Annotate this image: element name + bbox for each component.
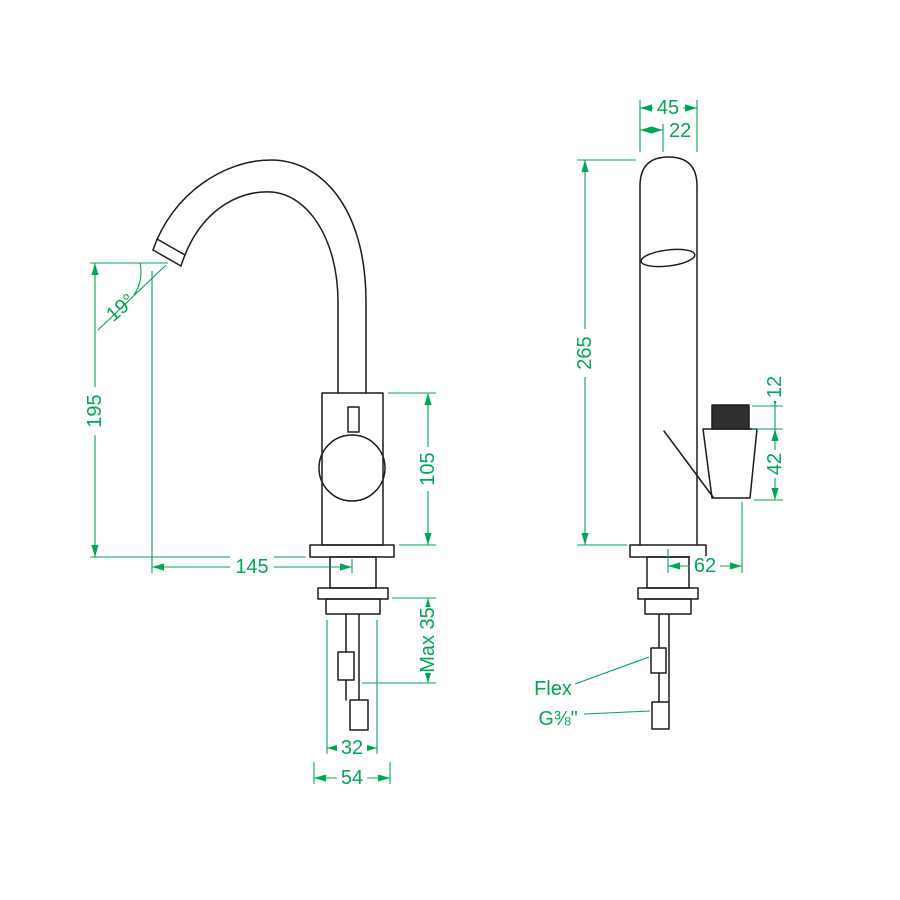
handle-knob-circle [318, 434, 386, 502]
dim-label-42: 42 [764, 450, 786, 478]
base-diameter-label: 54 [341, 767, 363, 789]
max-deck-thickness-label: Max 35 [417, 607, 439, 673]
spout-tip-face [152, 249, 182, 267]
spout-reach-label: 145 [235, 556, 268, 578]
body-height-label: 105 [417, 452, 439, 485]
shank-diameter-label: 32 [341, 737, 363, 759]
spout-outlet-ellipse [640, 248, 696, 268]
mounting-nut-front [325, 598, 381, 615]
base-depth-label: 62 [694, 555, 716, 577]
mounting-nut-side [644, 598, 692, 615]
label-mask [765, 373, 785, 401]
dim-label-max35: Max 35 [417, 607, 439, 673]
flex-label: Flex [534, 678, 572, 700]
dim-label-265: 265 [574, 329, 596, 377]
column-outline [639, 156, 698, 546]
label-mask [337, 768, 367, 788]
flex-leader-line-1 [574, 656, 650, 685]
spout-outer-curve [152, 159, 367, 394]
dim-label-105: 105 [417, 447, 439, 491]
label-mask [230, 556, 274, 578]
label-mask [653, 98, 683, 118]
label-mask [690, 556, 720, 576]
spout-tube-diameter-label: 22 [669, 120, 691, 142]
label-mask [417, 607, 439, 673]
top-diameter-label: 45 [657, 97, 679, 119]
label-mask [765, 450, 785, 478]
hose-coupling-front-2 [349, 699, 369, 731]
flex-leader-line-2 [583, 710, 651, 715]
dim-label-12: 12 [764, 373, 786, 401]
angle-leader-line [97, 264, 167, 331]
label-mask [84, 387, 106, 435]
handle-cone-line [663, 430, 714, 498]
dim-label-54: 54 [337, 767, 367, 789]
thread-size-label: G⅜" [538, 708, 577, 730]
dim-label-32: 32 [337, 737, 367, 759]
label-mask [417, 447, 439, 491]
handle-knurl-ring [711, 404, 750, 430]
cartridge-slot [347, 406, 360, 433]
knurl-height-label: 12 [764, 376, 786, 398]
side-view [629, 156, 758, 730]
label-mask [574, 329, 596, 377]
spout-inner-curve [180, 191, 339, 394]
hose-coupling-side-2 [651, 701, 670, 730]
dim-label-145: 145 [230, 556, 274, 578]
handle-height-label: 42 [764, 453, 786, 475]
spout-aerator-line [156, 238, 186, 256]
dim-label-62: 62 [690, 555, 720, 577]
front-view [152, 159, 395, 731]
spout-height-label: 195 [84, 394, 106, 427]
dim-label-195: 195 [84, 387, 106, 435]
dim-label-45: 45 [653, 97, 683, 119]
total-height-label: 265 [574, 336, 596, 369]
angle-arc [133, 262, 142, 296]
label-mask [337, 738, 367, 758]
